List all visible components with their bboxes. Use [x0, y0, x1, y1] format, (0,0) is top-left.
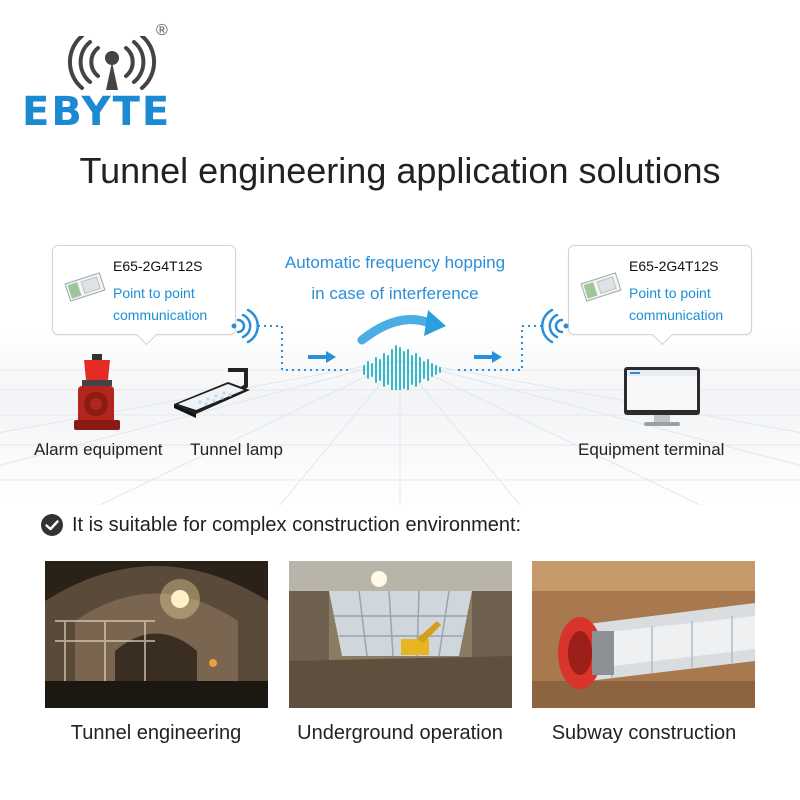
alarm-equipment-label: Alarm equipment [34, 440, 163, 459]
desc-line-1: Point to point [113, 285, 195, 301]
photo-caption: Tunnel engineering [70, 722, 242, 744]
suitable-statement: It is suitable for complex construction … [40, 512, 521, 538]
arrow-right-icon [308, 351, 336, 363]
tunnel-lamp-label: Tunnel lamp [190, 440, 283, 459]
tunnel-lamp-icon [174, 368, 250, 418]
rf-module-icon [64, 272, 106, 302]
page-title: Tunnel engineering application solutions [79, 150, 721, 191]
dotted-link [258, 325, 545, 371]
rf-module-icon [580, 272, 622, 302]
signal-tower-icon [67, 36, 157, 90]
equipment-terminal-label: Equipment terminal [578, 440, 725, 459]
photo-caption: Underground operation [297, 722, 503, 744]
subway-construction-photo [532, 561, 755, 708]
monitor-terminal-icon [624, 367, 700, 426]
underground-operation-photo [289, 561, 512, 708]
curved-arrow-icon [357, 310, 446, 345]
module-model: E65-2G4T12S [629, 258, 719, 274]
desc-line-2: communication [113, 307, 208, 323]
desc-line-1: Point to point [629, 285, 711, 301]
transmission-diagram [231, 308, 569, 390]
arrow-right-icon [474, 351, 502, 363]
frequency-hopping-line-1: Automatic frequency hopping [284, 253, 506, 272]
registered-mark: ® [156, 22, 168, 39]
wireless-signal-icon [541, 308, 569, 344]
module-description: Point to point communication [629, 282, 723, 326]
frequency-hopping-line-2: in case of interference [311, 284, 479, 303]
ebyte-logo: EBYTE ® [22, 20, 212, 135]
left-module-callout: E65-2G4T12S Point to point communication [52, 245, 236, 346]
logo-text: EBYTE [22, 89, 172, 135]
right-module-callout: E65-2G4T12S Point to point communication [568, 245, 752, 346]
module-description: Point to point communication [113, 282, 207, 326]
photo-caption: Subway construction [551, 722, 737, 744]
desc-line-2: communication [629, 307, 724, 323]
module-model: E65-2G4T12S [113, 258, 203, 274]
suitable-text: It is suitable for complex construction … [72, 513, 522, 536]
alarm-siren-icon [74, 354, 120, 430]
tunnel-engineering-photo [45, 561, 268, 708]
wireless-signal-icon [231, 308, 259, 344]
signal-waveform-icon [363, 345, 441, 390]
check-circle-icon [41, 514, 63, 536]
